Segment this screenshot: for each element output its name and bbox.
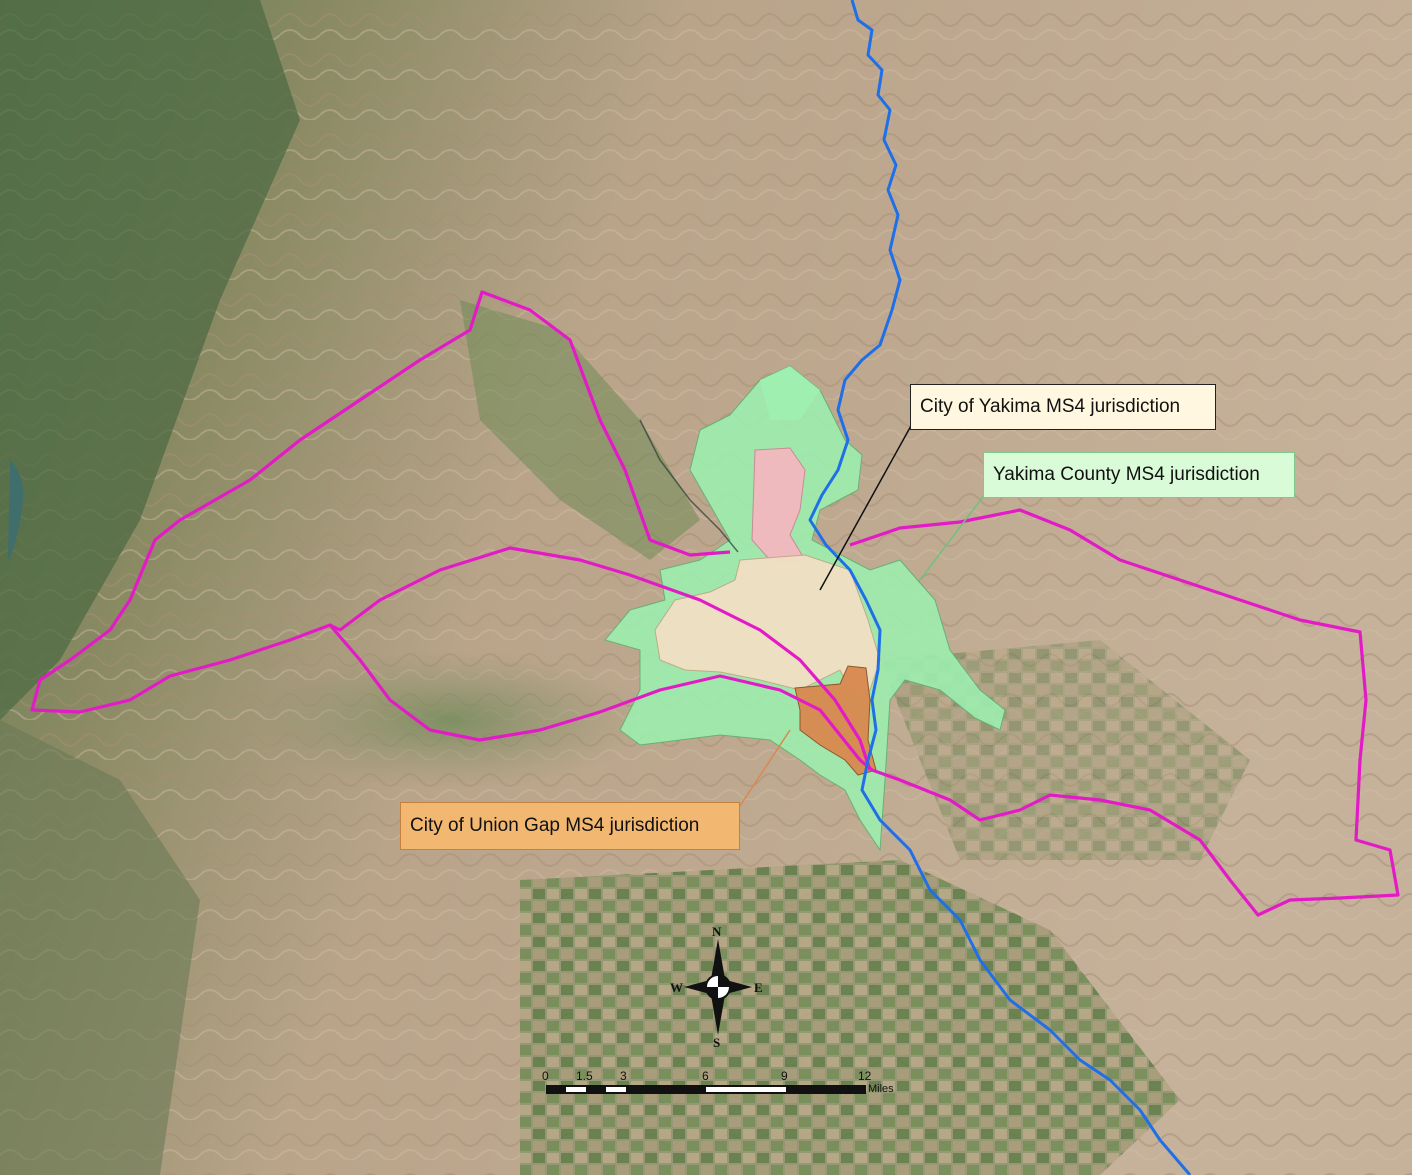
city-of-yakima-area [654, 554, 881, 691]
scale-bar [546, 1085, 866, 1094]
scale-tick-0: 0 [542, 1069, 549, 1083]
leader-city-of-union-gap [739, 729, 791, 807]
watershed-boundary-east [849, 508, 1400, 917]
scale-tick-9: 9 [781, 1069, 788, 1083]
scale-tick-1-5: 1.5 [576, 1069, 593, 1083]
scale-tick-3: 3 [620, 1069, 627, 1083]
scale-unit-label: Miles [868, 1083, 894, 1095]
compass-east-label: E [754, 980, 763, 995]
farm-glow [250, 650, 650, 790]
river-tributary [639, 419, 739, 553]
valley-farmland [460, 300, 700, 560]
valley-farmland-south [520, 860, 1180, 1175]
compass-west-label: W [670, 980, 683, 995]
yakima-river [808, 0, 1192, 1175]
pink-area [751, 447, 806, 561]
callout-city-of-yakima: City of Yakima MS4 jurisdiction [910, 384, 1216, 430]
compass-south-label: S [713, 1035, 721, 1050]
north-arrow [684, 939, 752, 1035]
compass-north-label: N [712, 924, 722, 939]
scale-tick-12: 12 [858, 1069, 872, 1083]
watershed-boundary-middle [328, 623, 874, 772]
callout-city-of-union-gap: City of Union Gap MS4 jurisdiction [400, 802, 740, 850]
watershed-boundary-west [30, 290, 872, 771]
yakima-county-strip-north [760, 366, 820, 420]
reservoir [8, 460, 24, 560]
callout-yakima-county: Yakima County MS4 jurisdiction [983, 452, 1295, 498]
forest-area [0, 0, 300, 720]
forest-area-south [0, 720, 200, 1175]
scale-tick-6: 6 [702, 1069, 709, 1083]
leader-city-of-yakima [819, 423, 913, 591]
leader-yakima-county [919, 493, 986, 581]
